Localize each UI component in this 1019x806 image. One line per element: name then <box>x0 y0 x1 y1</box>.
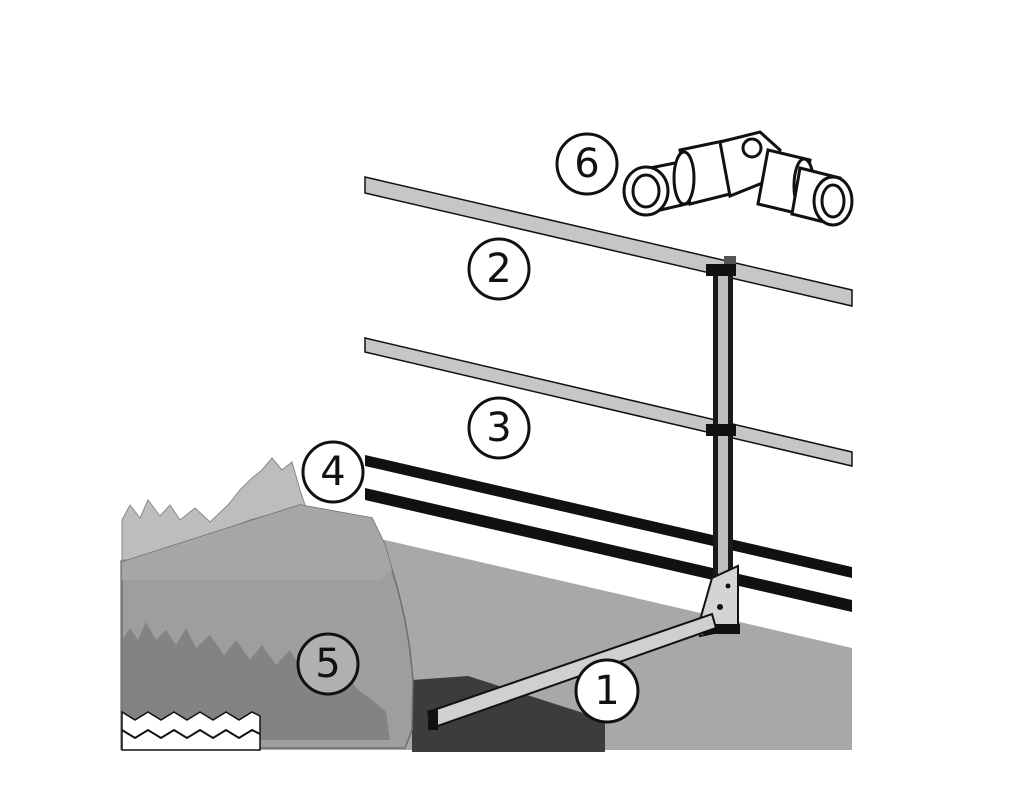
base-shadow <box>412 676 605 752</box>
callout-2-label: 2 <box>486 246 511 292</box>
callout-6: 6 <box>555 132 619 196</box>
callout-3: 3 <box>467 396 531 460</box>
mid-rail <box>364 337 853 467</box>
callout-3-label: 3 <box>486 405 511 451</box>
swivel-coupler <box>622 130 854 227</box>
arm-end-cap <box>428 710 438 730</box>
callout-4: 4 <box>301 440 365 504</box>
green-roof-block <box>121 457 414 751</box>
callout-1: 1 <box>574 658 640 724</box>
callout-2: 2 <box>467 237 531 301</box>
callout-4-label: 4 <box>320 449 345 495</box>
callout-1-label: 1 <box>594 668 619 714</box>
callout-5: 5 <box>296 632 360 696</box>
callout-6-label: 6 <box>574 141 599 187</box>
callout-5-label: 5 <box>315 641 340 687</box>
guardrail-post <box>706 256 736 600</box>
